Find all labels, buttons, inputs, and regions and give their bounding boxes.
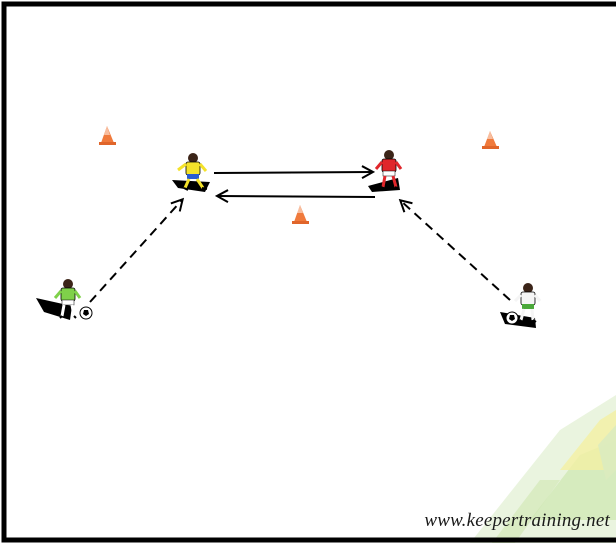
watermark-url: www.keepertraining.net [424, 510, 610, 532]
pass-arrow-yellow-to-red [214, 172, 372, 173]
pass-arrow-red-to-yellow [218, 196, 375, 197]
